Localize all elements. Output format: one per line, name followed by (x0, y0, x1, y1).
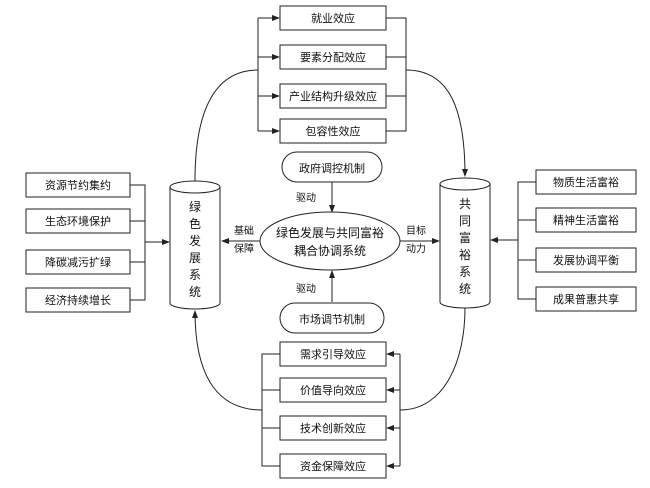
green-system-cylinder: 绿 色 发 展 系 统 (169, 180, 221, 310)
prosperity-system-char-3: 富 (459, 230, 471, 245)
gov-mechanism-label: 政府调控机制 (299, 161, 365, 175)
green-system-char-2: 色 (189, 217, 201, 231)
prosperity-system-char-2: 同 (459, 214, 471, 228)
green-system-char-1: 绿 (189, 199, 201, 214)
top-effect-box-employment (279, 5, 387, 31)
green-system-char-6: 统 (189, 285, 201, 299)
prosperity-system-char-6: 统 (459, 282, 471, 296)
right-item-label-spiritual: 精神生活富裕 (553, 213, 619, 227)
left-items-group: 资源节约集约 生态环境保护 降碳减污扩绿 经济持续增长 (25, 172, 170, 313)
top-effect-box-factor-distribution (279, 44, 387, 70)
left-item-box-economy (25, 287, 131, 313)
right-items-group: 物质生活富裕 精神生活富裕 发展协调平衡 成果普惠共享 (490, 169, 637, 312)
top-effect-label-industrial-upgrade: 产业结构升级效应 (289, 89, 377, 103)
left-item-label-ecology: 生态环境保护 (45, 214, 111, 228)
right-item-box-spiritual (535, 207, 637, 233)
center-label-line2: 耦合协调系统 (294, 243, 366, 258)
left-item-label-carbon: 降碳减污扩绿 (45, 255, 111, 269)
market-mechanism-box (279, 302, 385, 334)
left-item-label-economy: 经济持续增长 (45, 293, 111, 307)
right-item-box-sharing (535, 286, 637, 312)
right-items-bracket (517, 181, 536, 300)
green-to-top-curve (194, 69, 259, 182)
basis-label-2: 保障 (234, 242, 254, 255)
top-effect-label-factor-distribution: 要素分配效应 (300, 50, 366, 64)
bottom-effects-group: 需求引导效应 价值导向效应 技术创新效应 资金保障效应 (261, 341, 401, 479)
drive-label-top: 驱动 (296, 192, 316, 204)
green-system-char-5: 系 (189, 268, 201, 282)
top-effect-label-employment: 就业效应 (311, 11, 355, 25)
right-item-box-material (535, 169, 637, 195)
prosperity-system-char-5: 系 (459, 265, 471, 279)
market-mechanism-label: 市场调节机制 (299, 312, 365, 326)
common-prosperity-cylinder: 共 同 富 裕 系 统 (439, 177, 491, 309)
left-item-box-ecology (25, 208, 131, 234)
top-effects-right-bracket (386, 17, 407, 132)
right-item-box-balance (535, 247, 637, 273)
bottom-effect-label-demand: 需求引导效应 (300, 347, 366, 361)
left-item-label-resource: 资源节约集约 (45, 178, 111, 192)
center-coupling-ellipse (259, 211, 401, 271)
center-label-line1: 绿色发展与共同富裕 (276, 225, 384, 240)
goal-label-2: 动力 (406, 242, 426, 255)
bottom-effects-left-bracket (261, 353, 280, 467)
prosperity-system-char-1: 共 (459, 197, 471, 211)
prosperity-to-bottom-curve (399, 307, 466, 411)
goal-label-1: 目标 (406, 225, 426, 237)
top-effects-group: 就业效应 要素分配效应 产业结构升级效应 包容性效应 (257, 5, 407, 144)
right-item-label-sharing: 成果普惠共享 (553, 292, 619, 306)
top-to-prosperity-curve (405, 69, 468, 177)
right-item-label-material: 物质生活富裕 (553, 175, 619, 189)
bottom-effect-box-tech (279, 415, 387, 441)
green-system-char-4: 展 (189, 251, 201, 265)
bottom-effect-label-funding: 资金保障效应 (300, 459, 366, 473)
top-effect-box-industrial-upgrade (279, 83, 387, 109)
right-item-label-balance: 发展协调平衡 (553, 253, 619, 267)
bottom-to-green-curve (192, 310, 263, 411)
left-items-bracket (130, 184, 146, 301)
drive-label-bottom: 驱动 (296, 283, 316, 295)
basis-label-1: 基础 (234, 224, 254, 237)
bottom-effect-label-value: 价值导向效应 (300, 383, 366, 397)
prosperity-system-char-4: 裕 (459, 247, 471, 262)
green-system-char-3: 发 (189, 233, 201, 248)
top-effect-label-inclusiveness: 包容性效应 (306, 124, 361, 138)
bottom-effect-label-tech: 技术创新效应 (300, 421, 366, 435)
